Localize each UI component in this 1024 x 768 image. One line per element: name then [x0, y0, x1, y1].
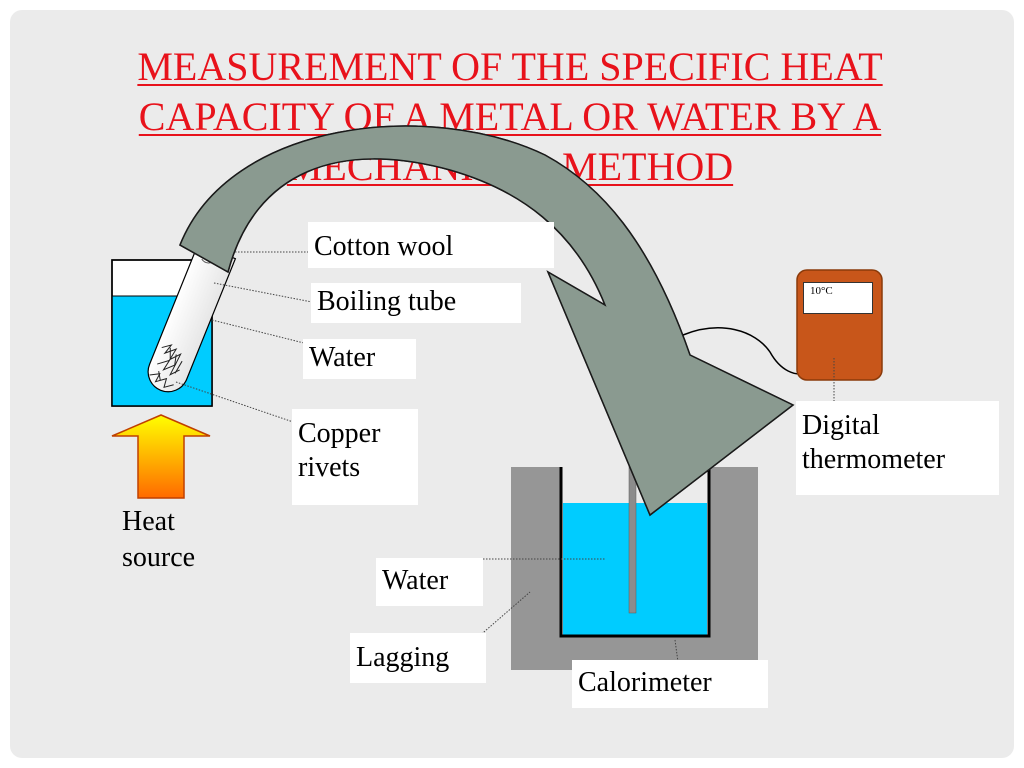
label-cotton-wool: Cotton wool [308, 222, 554, 268]
label-heat-source: Heat source [122, 504, 195, 576]
title-line-1: MEASUREMENT OF THE SPECIFIC HEAT [137, 44, 883, 89]
title-line-3: MECHANICAL METHOD [286, 144, 734, 189]
calorimeter-cup [559, 467, 711, 638]
label-copper-rivets: Copper rivets [292, 409, 418, 505]
label-copper-rivets-line-2: rivets [298, 452, 361, 483]
page-title: MEASUREMENT OF THE SPECIFIC HEAT CAPACIT… [60, 42, 960, 192]
label-digital-thermometer-line-2: thermometer [802, 444, 946, 475]
label-heat-source-line-2: source [122, 542, 196, 573]
thermometer-display: 10°C [803, 282, 873, 314]
label-calorimeter: Calorimeter [572, 660, 768, 708]
label-copper-rivets-line-1: Copper [298, 418, 381, 449]
label-boiling-tube: Boiling tube [311, 283, 521, 323]
label-digital-thermometer: Digital thermometer [796, 401, 999, 495]
label-water-beaker: Water [303, 339, 416, 379]
heat-source-arrow [111, 414, 211, 499]
label-digital-thermometer-line-1: Digital [802, 410, 880, 441]
title-line-2: CAPACITY OF A METAL OR WATER BY A [138, 94, 882, 139]
label-heat-source-line-1: Heat [122, 506, 175, 537]
label-water-calorimeter: Water [376, 558, 483, 606]
label-lagging: Lagging [350, 633, 486, 683]
